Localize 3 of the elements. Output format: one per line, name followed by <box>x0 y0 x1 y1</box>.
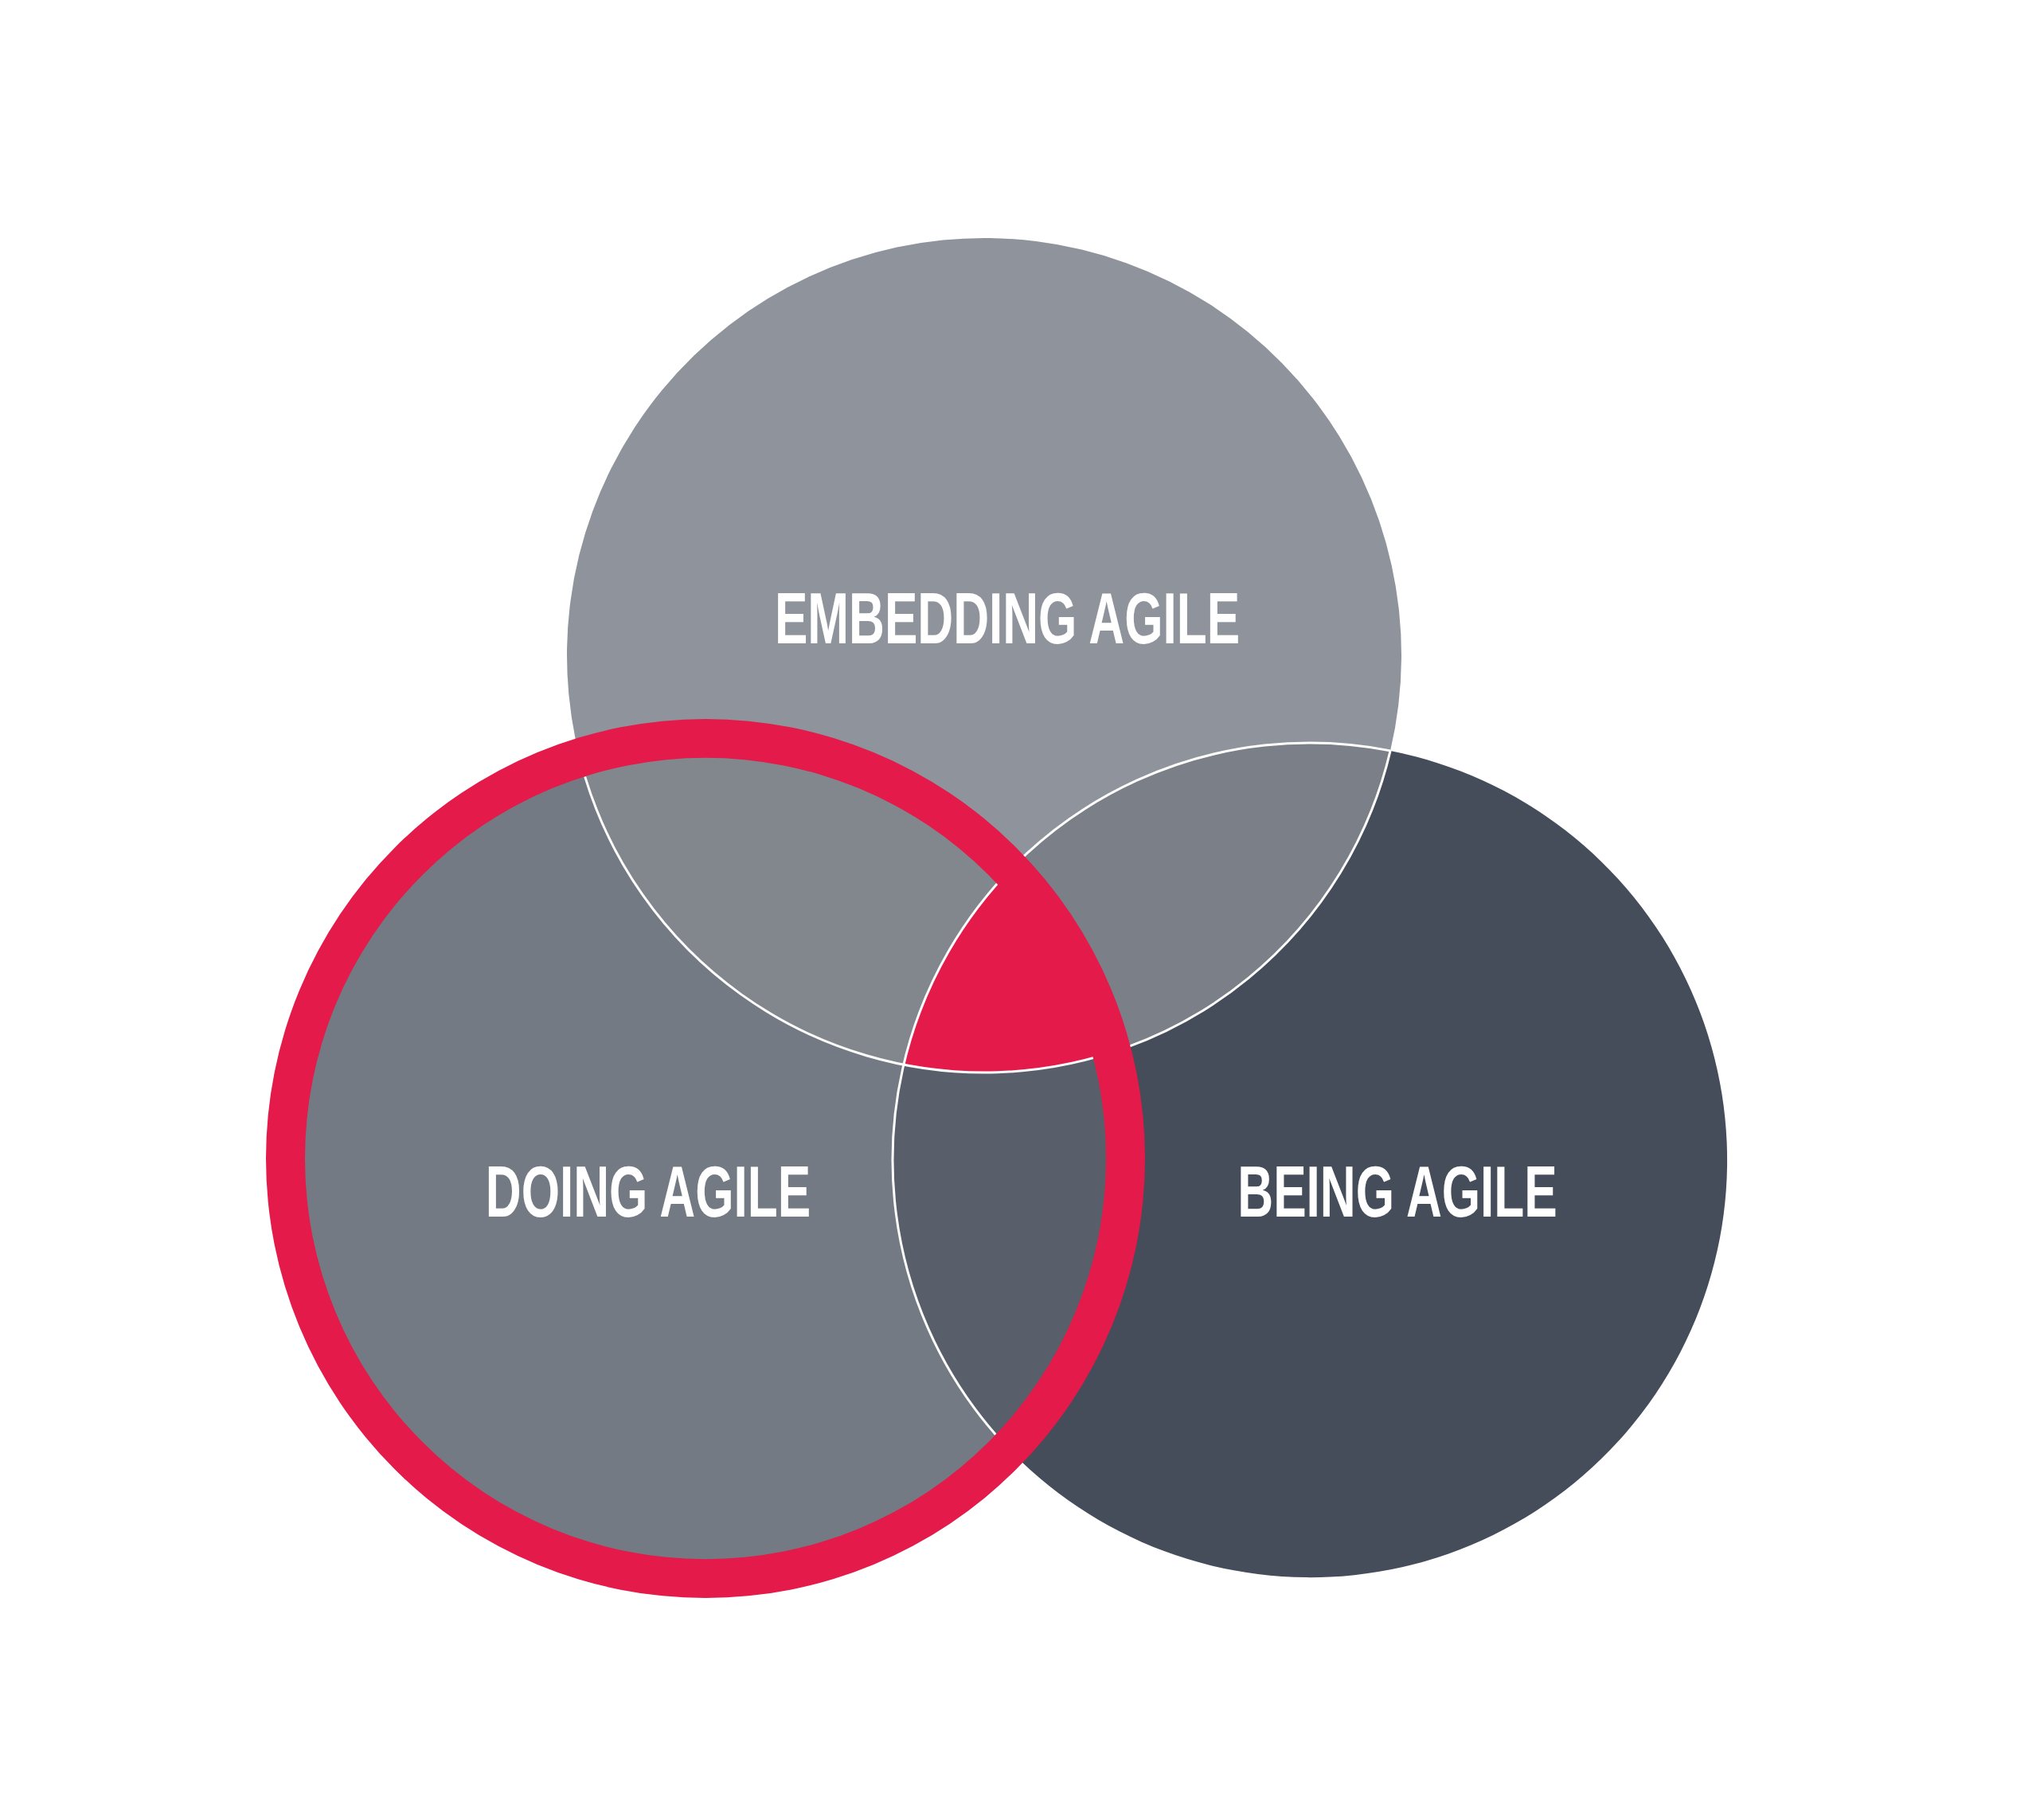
circle-label: DOING AGILE <box>485 1156 811 1228</box>
circle-label: BEING AGILE <box>1237 1156 1557 1228</box>
circle-label: EMBEDDING AGILE <box>774 583 1241 654</box>
